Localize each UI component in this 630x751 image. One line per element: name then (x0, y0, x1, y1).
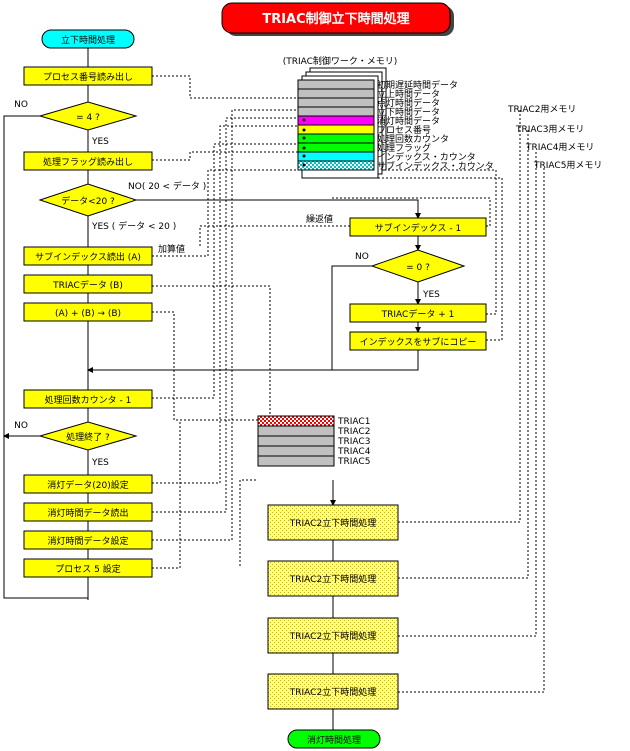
memory-row-label: 点灯時間データ (377, 97, 440, 109)
end-label: 消灯時間処理 (307, 734, 361, 746)
set-off-time-label: 消灯時間データ設定 (47, 535, 128, 547)
triac-row-label: TRIAC2 (337, 427, 370, 437)
read-flag-box (23, 151, 153, 171)
no-label-2: NO (14, 421, 28, 431)
triac5-memory-label: TRIAC5用メモリ (533, 160, 602, 171)
triac-row-label: TRIAC4 (337, 447, 371, 457)
triac-row-label: TRIAC5 (337, 457, 370, 467)
sub-process-box (267, 560, 399, 597)
memory-row-label: 消灯時間データ (377, 115, 440, 127)
cond-eq4-label: = 4 ? (76, 113, 100, 123)
triac-plus1-label: TRIACデータ + 1 (381, 308, 455, 320)
read-flag-label: 処理フラッグ読み出し (43, 156, 133, 168)
sub-process-box (267, 504, 399, 541)
end-terminal (287, 729, 381, 749)
start-label: 立下時間処理 (61, 34, 115, 46)
memory-title: (TRIAC制御ワーク・メモリ) (283, 55, 398, 67)
memory-row-label: 初期遅延時間データ (377, 79, 458, 91)
memory-rows (297, 79, 375, 171)
merge-line (87, 350, 419, 373)
cond-data20-label: データ<20 ? (61, 195, 115, 207)
cond-done-label: 処理終了 ? (66, 431, 110, 443)
memory-row-label: インデックス・カウンタ (377, 151, 476, 163)
set-off-data-box (23, 474, 153, 494)
copy-index-label: インデックスをサブにコピー (360, 336, 477, 348)
subindex-minus1-label: サブインデックス - 1 (375, 222, 461, 234)
memory-row-label: プロセス番号 (377, 124, 431, 136)
triac2-memory-label: TRIAC2用メモリ (507, 104, 576, 115)
set-process5-label: プロセス 5 設定 (55, 563, 120, 575)
reference-lines (152, 75, 545, 693)
repeat-value-label: 繰返値 (306, 213, 333, 225)
memory-row-label: 処理回数カウンタ (377, 133, 449, 145)
yes-label-3: YES (422, 290, 440, 300)
read-process-label: プロセス番号読み出し (43, 71, 133, 83)
title-box (221, 2, 451, 34)
set-off-data-label: 消灯データ(20)設定 (47, 479, 128, 491)
cond-zero-diamond (370, 249, 466, 283)
memory-row-label: 処理フラッグ (377, 142, 431, 154)
no-label-1: NO (14, 100, 28, 110)
sub-process-label: TRIAC2立下時間処理 (289, 517, 376, 529)
memory-row-label: サブインデックス・カウンタ (377, 160, 494, 172)
triac-row-label: TRIAC3 (337, 437, 370, 447)
no-branch-line (3, 115, 88, 599)
triac3-memory-label: TRIAC3用メモリ (515, 124, 584, 135)
memory-row-label: 立上時間データ (377, 88, 440, 100)
page-title: TRIAC制御立下時間処理 (262, 11, 409, 27)
triac-data-box (23, 274, 153, 294)
cond-zero-label: = 0 ? (406, 263, 430, 273)
add-value-label: 加算値 (158, 243, 185, 255)
no-label-3: NO (355, 252, 369, 262)
memory-row-label: 立下時間データ (377, 106, 440, 118)
triac4-memory-label: TRIAC4用メモリ (525, 142, 594, 153)
triac-data-label: TRIACデータ (B) (52, 279, 123, 291)
sub-process-label: TRIAC2立下時間処理 (289, 686, 376, 698)
add-label: (A) + (B) → (B) (55, 309, 121, 319)
yes-label-1: YES (91, 137, 109, 147)
sub-process-box (267, 673, 399, 710)
cond-eq4-diamond (38, 101, 138, 131)
yes-cond-label: YES ( データ < 20 ) (91, 220, 176, 232)
sub-process-label: TRIAC2立下時間処理 (289, 573, 376, 585)
memory-labels: 初期遅延時間データ 立上時間データ 点灯時間データ 立下時間データ 消灯時間デー… (377, 79, 494, 172)
no-cond-label: NO( 20 < データ ) (128, 180, 206, 192)
triac-row-label: TRIAC1 (337, 417, 370, 427)
triac-table (257, 415, 335, 467)
read-subindex-label: サブインデックス読出 (A) (35, 251, 141, 263)
read-off-time-label: 消灯時間データ読出 (47, 507, 128, 519)
yes-label-2: YES (91, 458, 109, 468)
sub-process-label: TRIAC2立下時間処理 (289, 630, 376, 642)
no-cond-line (136, 199, 421, 219)
dec-counter-box (23, 389, 153, 409)
sub-process-box (267, 617, 399, 654)
dec-counter-label: 処理回数カウンタ - 1 (45, 394, 132, 406)
cond-done-diamond (38, 421, 138, 451)
zero-no-line (331, 265, 372, 370)
